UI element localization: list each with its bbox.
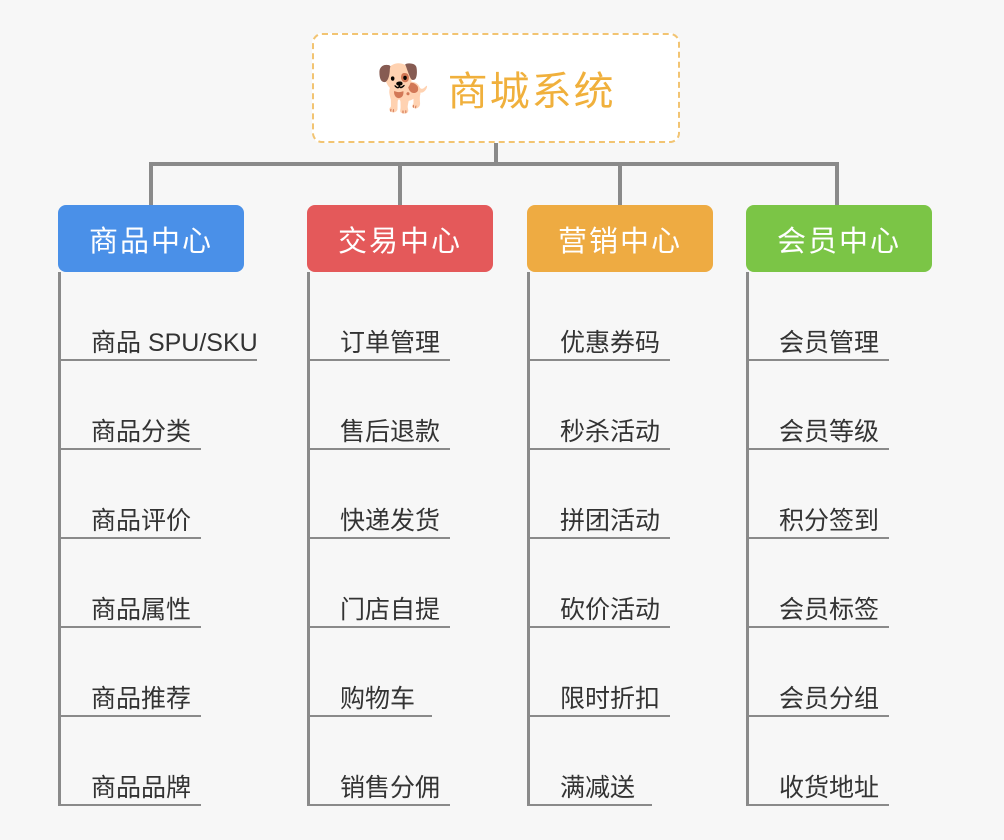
leaf-item[interactable]: 秒杀活动 [530,361,713,450]
leaf-item-label: 商品属性 [91,596,192,624]
leaf-item-label: 积分签到 [779,507,880,535]
leaf-item-label: 销售分佣 [340,774,441,802]
root-node-title: 商城系统 [447,70,616,114]
leaf-item-label: 快递发货 [340,507,441,535]
leaf-item[interactable]: 购物车 [310,628,493,717]
category-header-member-center[interactable]: 会员中心 [746,205,932,272]
leaf-item[interactable]: 拼团活动 [530,450,713,539]
leaf-item[interactable]: 会员等级 [749,361,932,450]
leaf-item-label: 商品品牌 [91,774,192,802]
branch-column-product-center: 商品中心 商品 SPU/SKU 商品分类 商品评价 商品属性 商品推荐 商品品牌 [58,205,258,806]
leaf-item-label: 满减送 [560,774,636,802]
leaf-item-label: 商品推荐 [91,685,192,713]
leaf-item[interactable]: 会员标签 [749,539,932,628]
leaf-item-label: 会员管理 [779,329,880,357]
leaf-item-label: 限时折扣 [560,685,661,713]
leaf-list: 优惠券码 秒杀活动 拼团活动 砍价活动 限时折扣 满减送 [527,272,713,806]
leaf-item[interactable]: 积分签到 [749,450,932,539]
category-header-trade-center[interactable]: 交易中心 [307,205,493,272]
leaf-item[interactable]: 优惠券码 [530,272,713,361]
leaf-item-label: 会员等级 [779,418,880,446]
leaf-item[interactable]: 商品属性 [61,539,244,628]
leaf-item[interactable]: 门店自提 [310,539,493,628]
connector-drop-column-2 [398,162,402,205]
leaf-item[interactable]: 订单管理 [310,272,493,361]
shiba-dog-face-icon: 🐕 [376,62,434,114]
leaf-item-label: 订单管理 [340,329,441,357]
category-header-label: 会员中心 [776,225,901,258]
leaf-item[interactable]: 商品分类 [61,361,244,450]
leaf-item-label: 会员标签 [779,596,880,624]
leaf-item-label: 收货地址 [779,774,880,802]
connector-root-stem [494,143,498,165]
leaf-item[interactable]: 快递发货 [310,450,493,539]
leaf-list: 订单管理 售后退款 快递发货 门店自提 购物车 销售分佣 [307,272,493,806]
leaf-item-label: 商品 SPU/SKU [91,329,258,357]
leaf-item-label: 商品评价 [91,507,192,535]
leaf-item-label: 优惠券码 [560,329,661,357]
leaf-item-label: 秒杀活动 [560,418,661,446]
category-header-label: 商品中心 [88,225,213,258]
leaf-item[interactable]: 满减送 [530,717,713,806]
leaf-item[interactable]: 商品推荐 [61,628,244,717]
leaf-list: 商品 SPU/SKU 商品分类 商品评价 商品属性 商品推荐 商品品牌 [58,272,258,806]
leaf-item-label: 会员分组 [779,685,880,713]
leaf-item[interactable]: 限时折扣 [530,628,713,717]
connector-drop-column-4 [835,162,839,205]
leaf-item-label: 砍价活动 [560,596,661,624]
category-header-marketing-center[interactable]: 营销中心 [527,205,713,272]
category-header-product-center[interactable]: 商品中心 [58,205,244,272]
category-header-label: 交易中心 [337,225,462,258]
leaf-item[interactable]: 商品评价 [61,450,244,539]
leaf-item[interactable]: 砍价活动 [530,539,713,628]
connector-drop-column-3 [618,162,622,205]
leaf-list: 会员管理 会员等级 积分签到 会员标签 会员分组 收货地址 [746,272,932,806]
leaf-item[interactable]: 商品品牌 [61,717,244,806]
leaf-item-label: 售后退款 [340,418,441,446]
leaf-item-label: 拼团活动 [560,507,661,535]
root-node-mall-system[interactable]: 🐕 商城系统 [312,33,680,143]
connector-horizontal-bus [149,162,839,166]
branch-column-member-center: 会员中心 会员管理 会员等级 积分签到 会员标签 会员分组 收货地址 [746,205,932,806]
branch-column-trade-center: 交易中心 订单管理 售后退款 快递发货 门店自提 购物车 销售分佣 [307,205,493,806]
leaf-item-label: 门店自提 [340,596,441,624]
connector-drop-column-1 [149,162,153,205]
leaf-item-label: 购物车 [340,685,416,713]
leaf-item-label: 商品分类 [91,418,192,446]
leaf-item[interactable]: 商品 SPU/SKU [61,272,258,361]
branch-column-marketing-center: 营销中心 优惠券码 秒杀活动 拼团活动 砍价活动 限时折扣 满减送 [527,205,713,806]
leaf-item[interactable]: 售后退款 [310,361,493,450]
category-header-label: 营销中心 [557,225,682,258]
leaf-item[interactable]: 会员管理 [749,272,932,361]
leaf-item[interactable]: 销售分佣 [310,717,493,806]
leaf-item[interactable]: 收货地址 [749,717,932,806]
leaf-item[interactable]: 会员分组 [749,628,932,717]
